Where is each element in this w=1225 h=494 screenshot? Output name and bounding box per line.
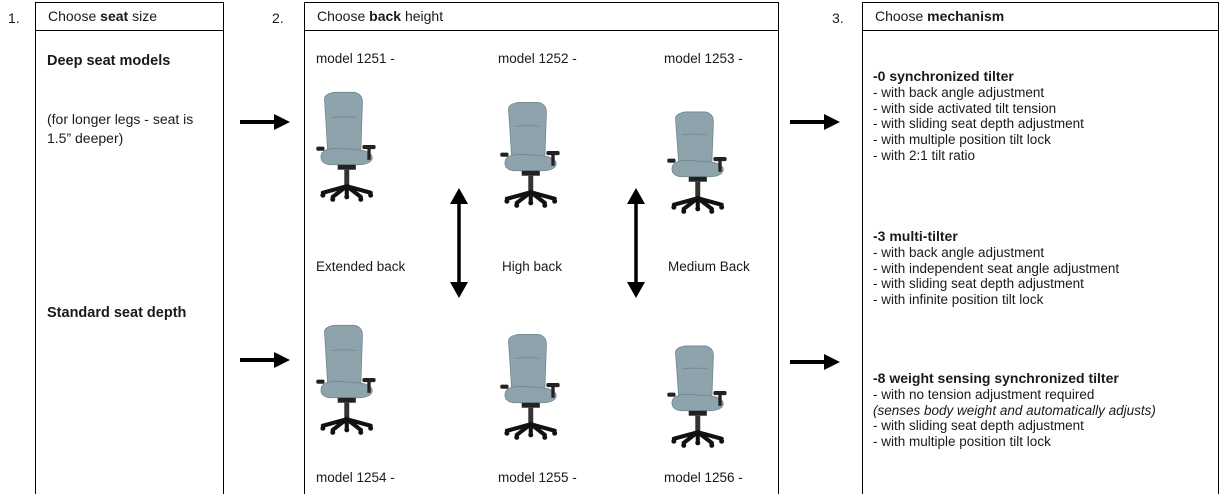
mechanism-panel: Choose mechanism -0 synchronized tilter … (862, 2, 1219, 494)
right-arrow-icon (240, 114, 290, 130)
mechanism-title: -3 multi-tilter (873, 228, 958, 244)
mechanism-header: Choose mechanism (863, 3, 1218, 31)
extended-back-label: Extended back (316, 259, 406, 274)
step-number-2: 2. (272, 10, 284, 26)
mechanism-title: -0 synchronized tilter (873, 68, 1014, 84)
standard-seat-title: Standard seat depth (47, 305, 187, 321)
seat-size-header: Choose seat size (36, 3, 223, 31)
model-label-1251: model 1251 - (316, 51, 395, 66)
up-down-arrow-icon (450, 188, 468, 298)
office-chair-image (316, 324, 376, 435)
office-chair-image (667, 111, 727, 214)
high-back-label: High back (502, 259, 563, 274)
mechanism-title: -8 weight sensing synchronized tilter (873, 370, 1119, 386)
feature-item: - with sliding seat depth adjustment (873, 116, 1084, 132)
seat-size-panel: Choose seat size Deep seat models (for l… (35, 2, 224, 494)
mechanism-option-8: -8 weight sensing synchronized tilter - … (873, 370, 1156, 450)
model-label-1252: model 1252 - (498, 51, 577, 66)
feature-item: - with no tension adjustment required (873, 386, 1095, 402)
office-chair-image (500, 333, 560, 440)
up-down-arrow-icon (627, 188, 645, 298)
feature-item: - with side activated tilt tension (873, 100, 1057, 116)
deep-seat-note-line2: 1.5” deeper) (47, 130, 124, 146)
feature-item: - with multiple position tilt lock (873, 132, 1051, 148)
model-label-1254: model 1254 - (316, 470, 395, 485)
right-arrow-icon (240, 352, 290, 368)
model-label-1256: model 1256 - (664, 470, 743, 485)
right-arrow-icon (790, 354, 840, 370)
right-arrow-icon (790, 114, 840, 130)
office-chair-image (316, 91, 376, 202)
feature-item: - with sliding seat depth adjustment (873, 418, 1084, 434)
feature-item: - with independent seat angle adjustment (873, 260, 1120, 276)
model-label-1255: model 1255 - (498, 470, 577, 485)
feature-item: - with 2:1 tilt ratio (873, 147, 976, 163)
office-chair-image (667, 345, 727, 448)
feature-note: (senses body weight and automatically ad… (873, 402, 1156, 418)
step-number-3: 3. (832, 10, 844, 26)
step-number-1: 1. (8, 10, 20, 26)
back-height-header: Choose back height (305, 3, 778, 31)
feature-item: - with multiple position tilt lock (873, 434, 1051, 450)
deep-seat-title: Deep seat models (47, 53, 171, 69)
feature-item: - with sliding seat depth adjustment (873, 276, 1084, 292)
back-height-panel: Choose back height model 1251 - model 12… (304, 2, 779, 494)
medium-back-label: Medium Back (668, 259, 750, 274)
office-chair-image (500, 101, 560, 208)
feature-item: - with infinite position tilt lock (873, 292, 1044, 308)
feature-item: - with back angle adjustment (873, 244, 1045, 260)
feature-item: - with back angle adjustment (873, 84, 1045, 100)
mechanism-option-3: -3 multi-tilter - with back angle adjust… (873, 228, 1120, 308)
deep-seat-note-line1: (for longer legs - seat is (47, 111, 194, 127)
model-label-1253: model 1253 - (664, 51, 743, 66)
mechanism-option-0: -0 synchronized tilter - with back angle… (873, 68, 1084, 164)
